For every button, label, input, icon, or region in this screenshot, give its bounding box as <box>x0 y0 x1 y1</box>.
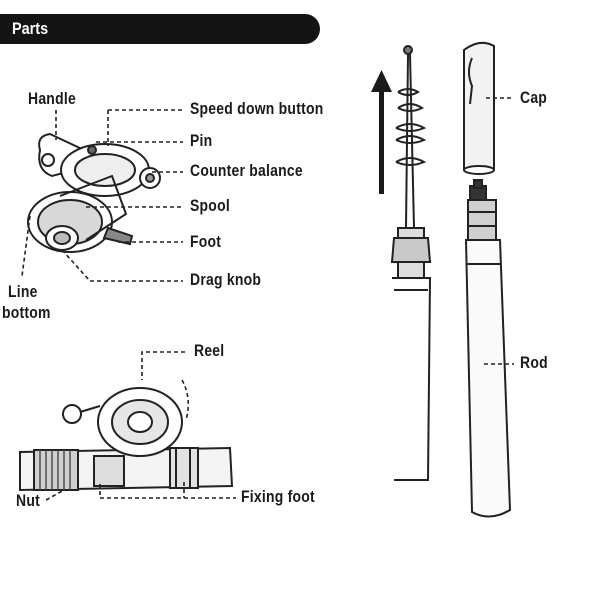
fixing-foot-shape <box>169 447 199 489</box>
label-cap: Cap <box>520 88 548 107</box>
foot-shape <box>102 226 134 246</box>
label-line-bottom-1: Line <box>8 282 38 301</box>
label-speed-down-button: Speed down button <box>190 99 324 118</box>
label-pin: Pin <box>190 131 213 150</box>
label-reel: Reel <box>194 341 225 360</box>
extended-rod-illustration <box>390 45 432 481</box>
handle-knob <box>41 153 55 167</box>
label-foot: Foot <box>190 232 222 251</box>
cap-shape <box>463 41 495 174</box>
label-drag-knob: Drag knob <box>190 270 262 289</box>
label-fixing-foot: Fixing foot <box>241 487 315 506</box>
label-handle: Handle <box>28 89 76 108</box>
collapsed-rod-illustration <box>463 41 512 518</box>
rod-leader-lines <box>484 97 514 365</box>
section-header: Parts <box>0 14 320 44</box>
label-nut: Nut <box>16 491 40 510</box>
pin-shape <box>87 145 97 155</box>
reel-leader-lines <box>21 109 183 282</box>
reel-on-rod-leader-lines <box>45 351 236 501</box>
reel-illustration <box>27 132 161 253</box>
label-rod: Rod <box>520 353 548 372</box>
rod-shape <box>464 239 512 518</box>
reel-on-rod-illustration <box>19 387 234 492</box>
extend-arrow <box>371 70 392 194</box>
label-counter-balance: Counter balance <box>190 161 303 180</box>
section-title: Parts <box>12 19 49 38</box>
label-spool: Spool <box>190 196 230 215</box>
label-line-bottom-2: bottom <box>2 303 51 322</box>
